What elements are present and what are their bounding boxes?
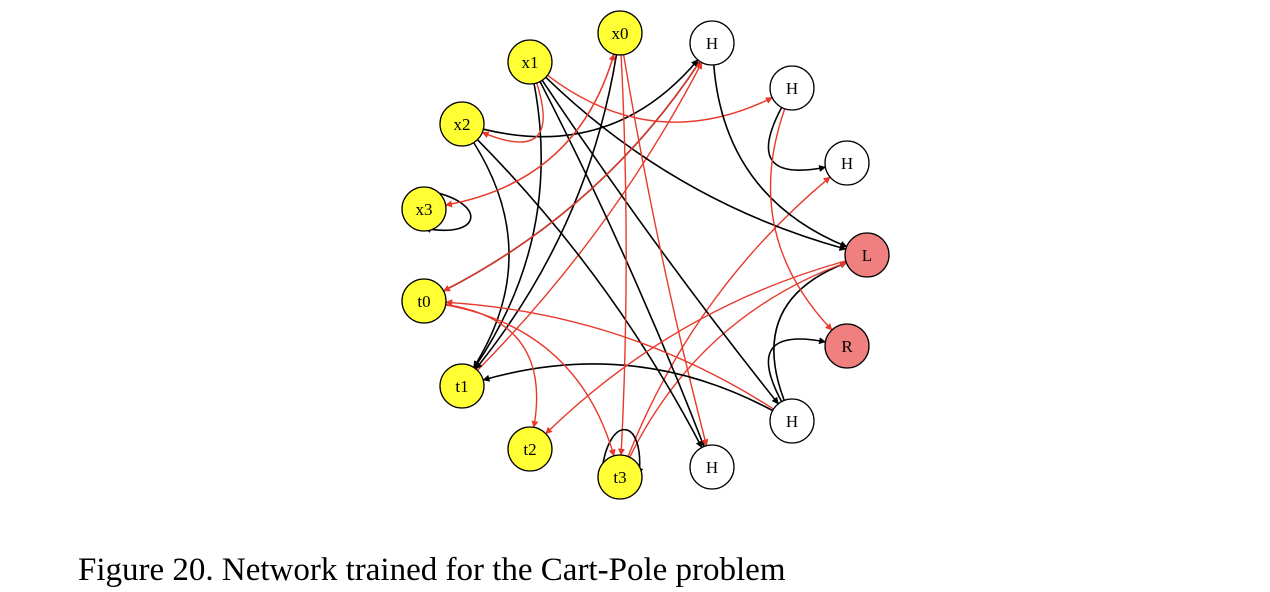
node-h1-circle (689, 20, 735, 66)
edge-h1-to-L (712, 64, 848, 248)
node-t1-label: t1 (455, 377, 468, 396)
edge-x1-to-L (545, 76, 847, 251)
node-x1: x1 (507, 39, 553, 85)
edge-x2-to-t1 (473, 142, 510, 368)
edge-x3-to-x3 (423, 190, 472, 233)
edge-x2-to-h5 (476, 139, 703, 449)
edge-h1-to-t0 (442, 60, 701, 292)
node-R-circle (824, 323, 870, 369)
node-x3-label: x3 (416, 200, 433, 219)
edge-t1-to-h1 (476, 61, 703, 371)
node-h2-label: H (786, 79, 798, 98)
edge-h4-to-t0 (445, 299, 774, 410)
node-t3: t3 (597, 454, 643, 500)
edges-layer (423, 53, 848, 476)
node-x1-label: x1 (522, 53, 539, 72)
edge-t0-to-t3 (445, 304, 616, 457)
node-x0: x0 (597, 10, 643, 56)
node-t0-label: t0 (417, 292, 430, 311)
node-h1-label: H (706, 34, 718, 53)
edge-h2-to-R (769, 108, 833, 331)
edge-x0-to-t3 (617, 54, 627, 456)
node-t1: t1 (439, 363, 485, 409)
node-t3-circle (597, 454, 643, 500)
edge-x1-to-x2 (481, 82, 544, 143)
node-t0-circle (401, 278, 447, 324)
edge-L-to-t2 (545, 260, 846, 435)
edge-t3-to-L (629, 261, 847, 458)
edge-x0-to-t1 (475, 54, 618, 370)
node-t3-label: t3 (613, 468, 626, 487)
node-h3-label: H (841, 154, 853, 173)
node-h3: H (824, 140, 870, 186)
node-h5-circle (689, 444, 735, 490)
node-R: R (824, 323, 870, 369)
edge-x0-to-h5 (622, 54, 709, 447)
nodes-layer: x0 x1 x2 x3 t0 t1 t2 t3 H H H L R H H (401, 10, 890, 500)
node-R-label: R (841, 337, 853, 356)
node-x2: x2 (439, 101, 485, 147)
node-h4-label: H (786, 412, 798, 431)
edge-x2-to-h1 (483, 59, 699, 138)
node-h5-label: H (706, 458, 718, 477)
node-x1-circle (507, 39, 553, 85)
edge-x1-to-h4 (541, 79, 779, 405)
node-h4: H (769, 398, 815, 444)
node-t2-circle (507, 426, 553, 472)
edge-t3-to-h3 (627, 176, 831, 457)
node-L-label: L (862, 246, 872, 265)
edge-h2-to-h3 (767, 107, 827, 172)
edge-x1-to-h2 (547, 74, 773, 123)
node-x0-label: x0 (612, 24, 629, 43)
node-x0-circle (597, 10, 643, 56)
node-h1: H (689, 20, 735, 66)
node-L: L (844, 232, 890, 278)
edge-t3-to-t3 (601, 428, 644, 476)
node-x2-label: x2 (454, 115, 471, 134)
node-t0: t0 (401, 278, 447, 324)
node-h4-circle (769, 398, 815, 444)
node-h2: H (769, 65, 815, 111)
edge-h4-to-t1 (482, 363, 773, 412)
figure-caption: Figure 20. Network trained for the Cart-… (78, 552, 786, 588)
node-x2-circle (439, 101, 485, 147)
network-graph: x0 x1 x2 x3 t0 t1 t2 t3 H H H L R H H (401, 10, 890, 500)
node-t2-label: t2 (523, 440, 536, 459)
node-L-circle (844, 232, 890, 278)
edge-x1-to-t1 (473, 83, 542, 369)
node-h5: H (689, 444, 735, 490)
edge-h4-to-R (767, 337, 827, 402)
node-h2-circle (769, 65, 815, 111)
edge-x1-to-h5 (539, 81, 706, 448)
node-t1-circle (439, 363, 485, 409)
node-h3-circle (824, 140, 870, 186)
node-x3-circle (401, 186, 447, 232)
node-x3: x3 (401, 186, 447, 232)
node-t2: t2 (507, 426, 553, 472)
edge-x3-to-x0 (445, 53, 616, 206)
edge-h4-to-L (773, 261, 848, 401)
